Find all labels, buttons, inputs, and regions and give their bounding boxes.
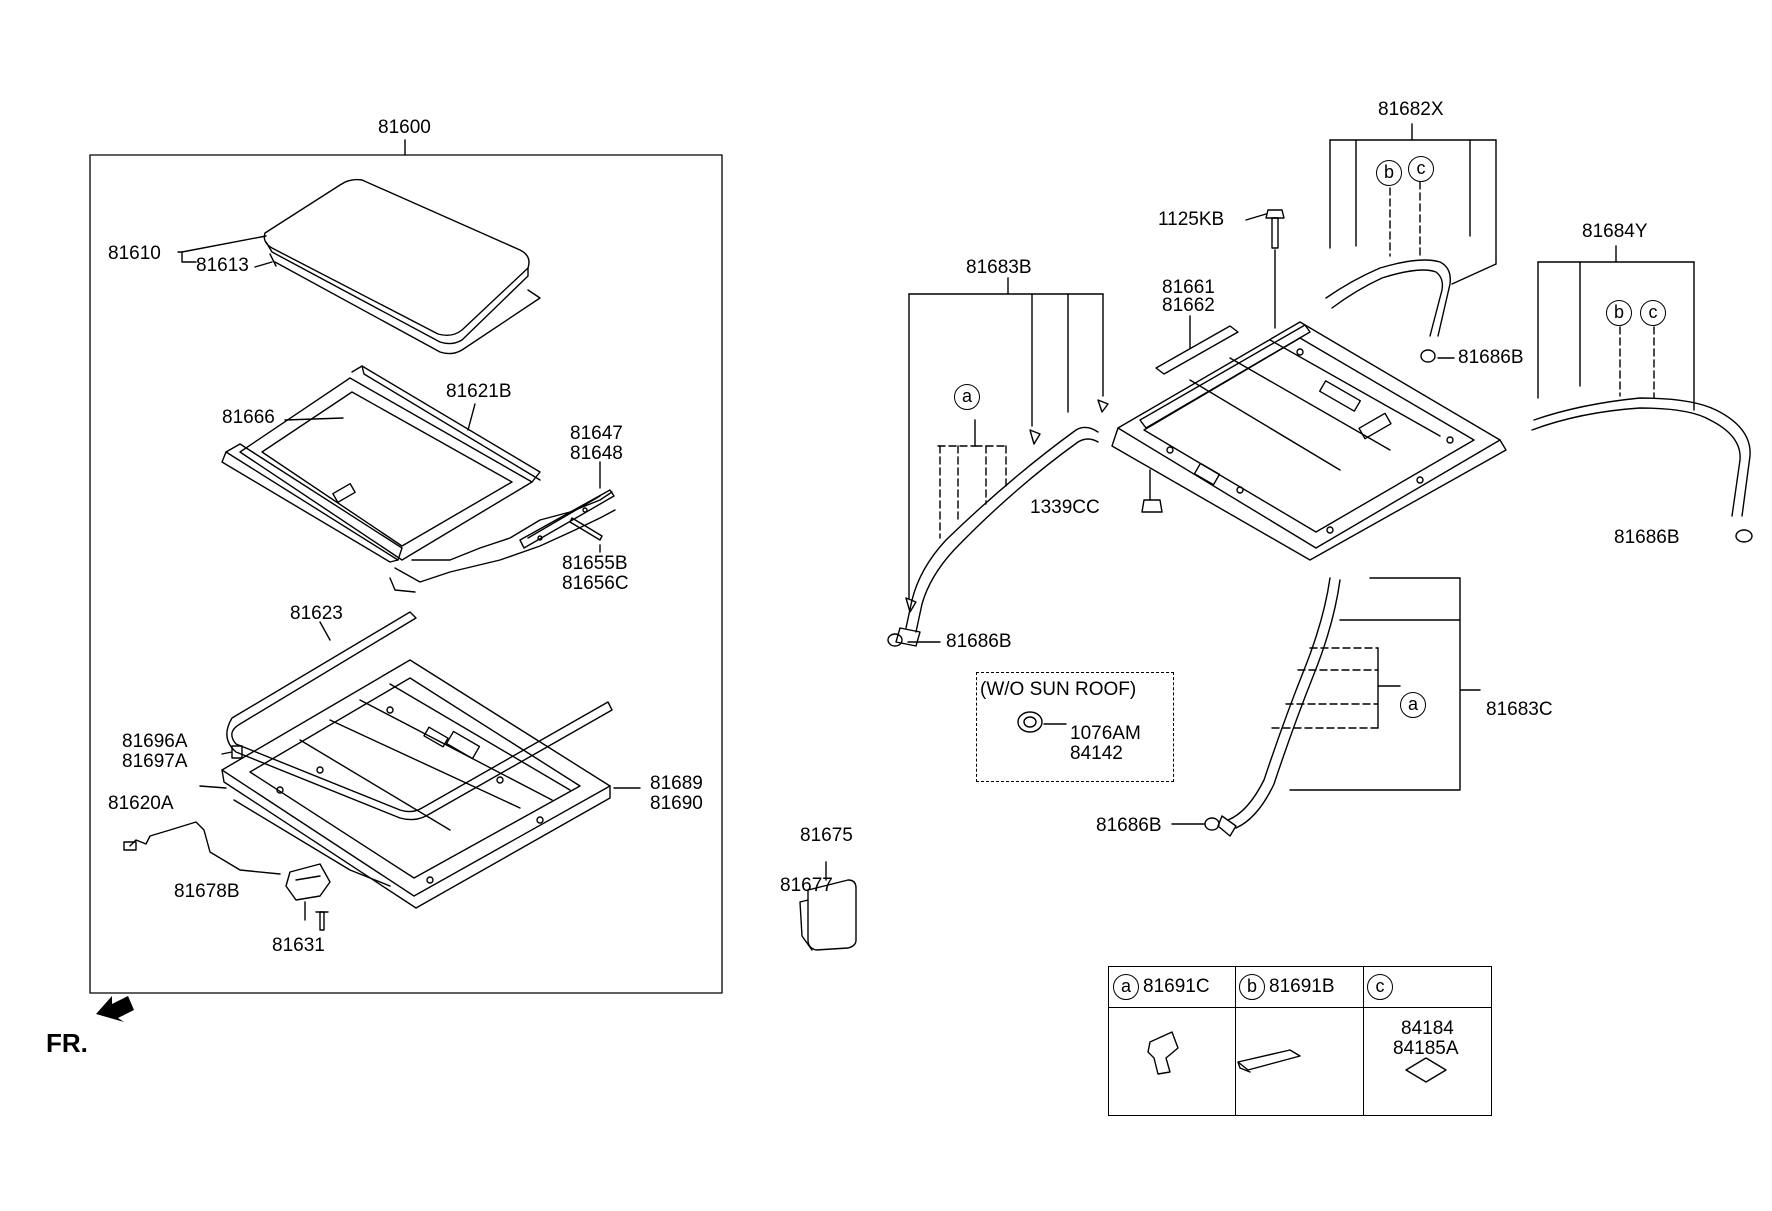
callout-c-top: c [1408, 156, 1434, 182]
label-81696A: 81696A [122, 731, 188, 752]
legend-part-c-1: 84184 [1401, 1018, 1454, 1039]
without-sunroof-box [976, 672, 1174, 782]
harness-81678B [123, 821, 281, 875]
legend-divider-1 [1235, 967, 1236, 1115]
callout-b-top: b [1376, 160, 1402, 186]
legend-marker-a: a [1113, 974, 1139, 1000]
callout-b-right: b [1606, 300, 1632, 326]
label-81610: 81610 [108, 243, 161, 264]
label-81682X: 81682X [1378, 99, 1444, 120]
legend-part-c-2: 84185A [1393, 1038, 1459, 1059]
rail-81647 [519, 489, 615, 549]
legend-pad-c-icon [1405, 1057, 1447, 1083]
grommet-81686B-bottom [1204, 817, 1220, 831]
label-81689: 81689 [650, 773, 703, 794]
legend-part-b: 81691B [1269, 976, 1335, 997]
legend-header-row [1109, 967, 1491, 1008]
leader-81621B [467, 403, 476, 431]
fr-arrow-icon [96, 996, 134, 1022]
leader-81623 [319, 621, 331, 641]
hose-81683B [895, 426, 1099, 647]
label-81678B: 81678B [174, 881, 240, 902]
label-81666: 81666 [222, 407, 275, 428]
label-1076AM: 1076AM [1070, 723, 1141, 744]
seal-81623 [226, 611, 613, 821]
legend-clip-a-icon [1147, 1031, 1179, 1075]
legend-divider-2 [1363, 967, 1364, 1115]
clip-81683B [939, 445, 1007, 539]
glass-panel [263, 178, 541, 355]
label-81648: 81648 [570, 443, 623, 464]
leader-81666 [284, 417, 344, 421]
legend-marker-b: b [1239, 974, 1265, 1000]
hose-81682X [1325, 259, 1451, 337]
label-81684Y: 81684Y [1582, 221, 1648, 242]
leader-81613 [254, 261, 273, 268]
label-81656C: 81656C [562, 573, 629, 594]
label-81686B-left: 81686B [946, 631, 1012, 652]
hose-81683C [1217, 577, 1341, 837]
label-1125KB: 1125KB [1158, 209, 1225, 230]
roof-frame [1111, 321, 1507, 561]
label-81613: 81613 [196, 255, 249, 276]
label-81686B-bottom: 81686B [1096, 815, 1162, 836]
callout-a-left: a [954, 384, 980, 410]
hose-81684Y [1531, 397, 1751, 517]
legend-table: a 81691C b 81691B c 84184 84185A [1108, 966, 1492, 1116]
callout-a-lower: a [1400, 692, 1426, 718]
label-81686B-top: 81686B [1458, 347, 1524, 368]
label-81600: 81600 [378, 117, 431, 138]
label-81677: 81677 [780, 875, 833, 896]
label-81675: 81675 [800, 825, 853, 846]
motor-81631 [285, 863, 331, 931]
label-81690: 81690 [650, 793, 703, 814]
leader-81610 [177, 251, 197, 263]
grommet-81686B-right [1735, 529, 1753, 543]
rod-81655B [569, 517, 603, 541]
legend-part-a: 81691C [1143, 976, 1210, 997]
sunshade [221, 365, 616, 593]
label-81683B: 81683B [966, 257, 1032, 278]
label-81697A: 81697A [122, 751, 188, 772]
grommet-81686B-left [887, 633, 903, 647]
grommet-1076AM [1017, 711, 1043, 733]
clip-small [905, 399, 1109, 613]
grommet-81686B-top [1420, 349, 1436, 363]
legend-clip-b-icon [1237, 1049, 1301, 1073]
bracket-81683C [1289, 577, 1461, 791]
label-81623: 81623 [290, 603, 343, 624]
label-81683C: 81683C [1486, 699, 1553, 720]
label-81621B: 81621B [446, 381, 512, 402]
label-81662: 81662 [1162, 295, 1215, 316]
nut-1339CC [1141, 499, 1163, 513]
front-direction-label: FR. [46, 1028, 88, 1058]
label-81620A: 81620A [108, 793, 174, 814]
frame-81620A [221, 659, 611, 909]
leader-81696A [221, 751, 233, 755]
label-81661: 81661 [1162, 277, 1215, 298]
label-81647: 81647 [570, 423, 623, 444]
label-81631: 81631 [272, 935, 325, 956]
label-81655B: 81655B [562, 553, 628, 574]
callout-c-right: c [1640, 300, 1666, 326]
assembly-box [89, 154, 723, 994]
label-81686B-right: 81686B [1614, 527, 1680, 548]
part-81675 [799, 879, 857, 951]
legend-marker-c: c [1367, 974, 1393, 1000]
bolt-1125KB [1265, 209, 1285, 249]
label-84142: 84142 [1070, 743, 1123, 764]
leader-81620A [199, 785, 227, 789]
deflector-81661 [1155, 325, 1239, 375]
without-sunroof-title: (W/O SUN ROOF) [980, 679, 1137, 700]
label-1339CC: 1339CC [1030, 497, 1100, 518]
